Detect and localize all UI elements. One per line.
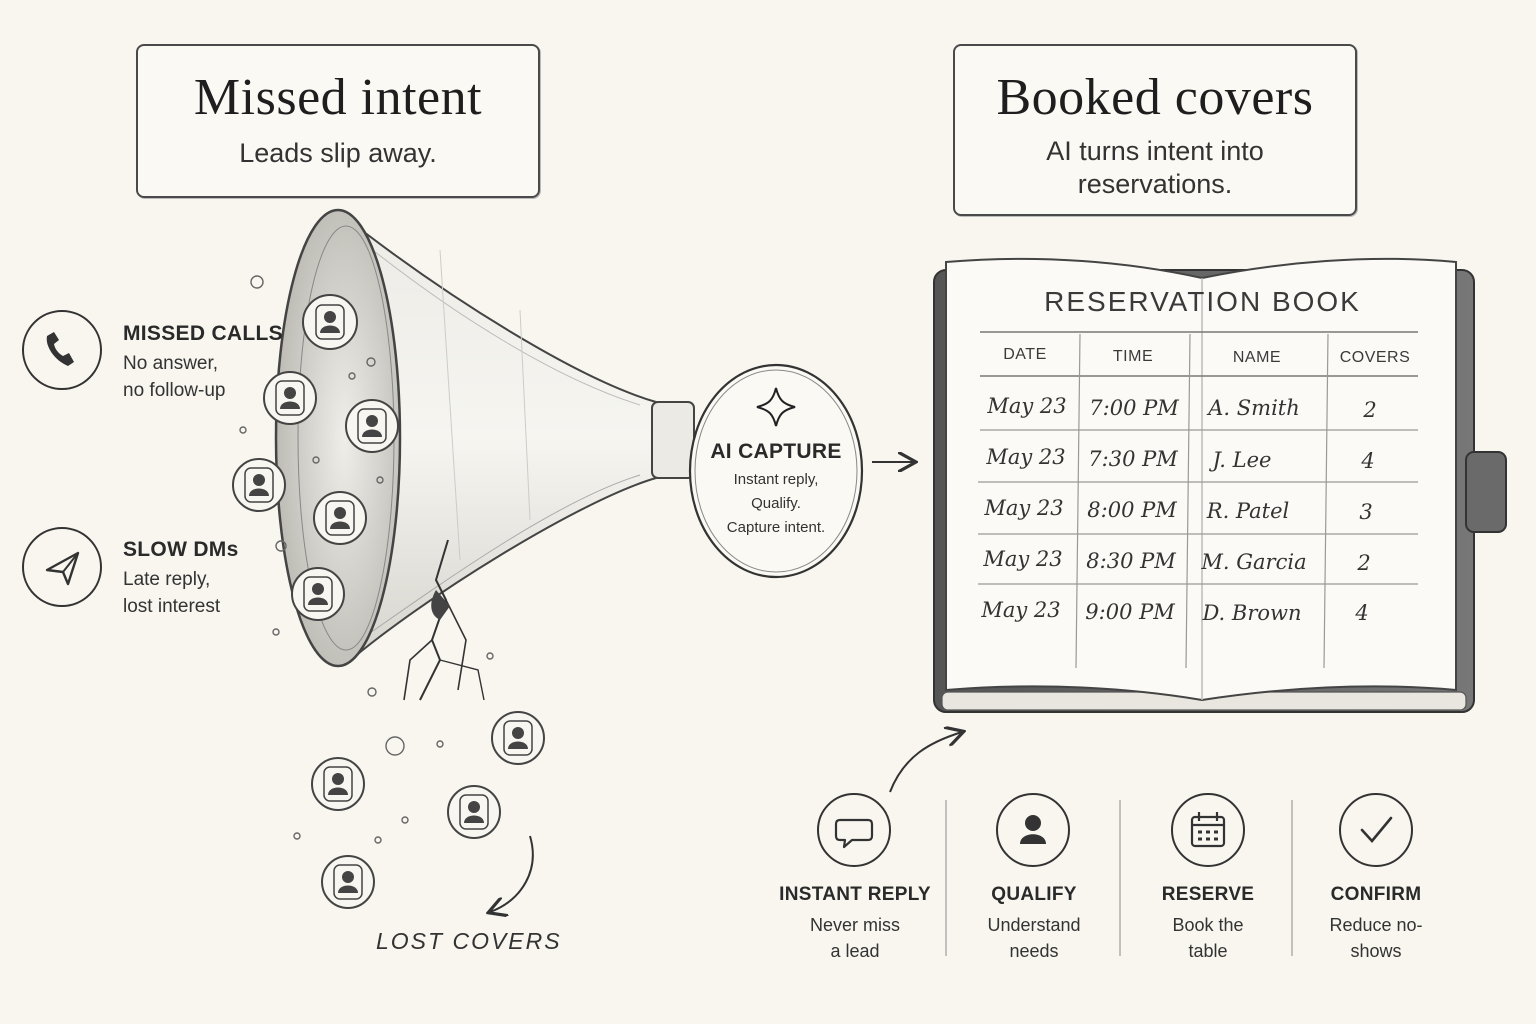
step-subtitle: Book the table bbox=[1172, 915, 1244, 961]
person-icon bbox=[313, 491, 367, 545]
missed-calls-label: MISSED CALLS No answer, no follow-up bbox=[123, 322, 283, 404]
missed-intent-title: Missed intent bbox=[193, 69, 483, 126]
cell-date: May 23 bbox=[987, 394, 1067, 418]
ai-capture-subtitle: Instant reply, Qualify. Capture intent. bbox=[726, 471, 826, 536]
cell-name: R. Patel bbox=[1206, 499, 1290, 523]
cell-date: May 23 bbox=[981, 598, 1061, 622]
step-reserve: RESERVE Book the table bbox=[1124, 884, 1292, 964]
reservation-book-title: RESERVATION BOOK bbox=[1044, 286, 1361, 317]
step-subtitle: Never miss a lead bbox=[809, 915, 900, 961]
cell-covers: 4 bbox=[1355, 601, 1369, 625]
ai-capture-circle bbox=[688, 363, 864, 579]
person-icon bbox=[996, 793, 1070, 867]
cell-time: 9:00 PM bbox=[1085, 600, 1175, 624]
cell-name: D. Brown bbox=[1202, 601, 1302, 625]
person-icon bbox=[311, 757, 365, 811]
booked-covers-subtitle: AI turns intent into reservations. bbox=[1046, 136, 1264, 199]
cell-time: 8:00 PM bbox=[1087, 498, 1177, 522]
bubbles bbox=[239, 275, 494, 844]
person-icon bbox=[447, 785, 501, 839]
step-confirm: CONFIRM Reduce no- shows bbox=[1292, 884, 1460, 964]
header-date: DATE bbox=[1003, 346, 1047, 363]
step-instant-reply: INSTANT REPLY Never miss a lead bbox=[771, 884, 939, 964]
header-time: TIME bbox=[1112, 348, 1154, 365]
cell-date: May 23 bbox=[984, 496, 1064, 520]
reservation-book bbox=[933, 257, 1507, 713]
cell-time: 7:30 PM bbox=[1088, 447, 1178, 471]
ai-capture-label: AI CAPTURE Instant reply, Qualify. Captu… bbox=[698, 440, 854, 540]
cell-date: May 23 bbox=[983, 547, 1063, 571]
header-name: NAME bbox=[1232, 349, 1282, 366]
missed-intent-panel: Missed intent Leads slip away. bbox=[136, 44, 540, 198]
cell-covers: 3 bbox=[1359, 500, 1373, 524]
booked-covers-panel: Booked covers AI turns intent into reser… bbox=[953, 44, 1357, 216]
missed-calls-title: MISSED CALLS bbox=[123, 322, 283, 345]
cell-time: 7:00 PM bbox=[1089, 396, 1179, 420]
booked-covers-title: Booked covers bbox=[996, 69, 1314, 126]
step-title: CONFIRM bbox=[1330, 884, 1422, 905]
funnel bbox=[274, 208, 695, 701]
phone-icon bbox=[22, 310, 102, 390]
book-arrow bbox=[889, 732, 962, 793]
lost-covers-arrow bbox=[490, 835, 534, 912]
slow-dms-title: SLOW DMs bbox=[123, 538, 239, 561]
step-title: QUALIFY bbox=[991, 884, 1077, 905]
person-icon bbox=[321, 855, 375, 909]
cell-date: May 23 bbox=[986, 445, 1066, 469]
person-icon bbox=[291, 567, 345, 621]
cell-covers: 2 bbox=[1357, 551, 1371, 575]
step-subtitle: Understand needs bbox=[987, 915, 1081, 961]
person-icon bbox=[491, 711, 545, 765]
lead-person-icons bbox=[232, 294, 545, 909]
ai-capture-title: AI CAPTURE bbox=[710, 440, 842, 463]
cell-covers: 4 bbox=[1361, 449, 1375, 473]
cell-name: A. Smith bbox=[1208, 396, 1300, 420]
step-subtitle: Reduce no- shows bbox=[1329, 915, 1423, 961]
step-title: RESERVE bbox=[1161, 884, 1255, 905]
cell-covers: 2 bbox=[1363, 398, 1377, 422]
lost-covers-label: LOST COVERS bbox=[376, 928, 562, 954]
send-icon bbox=[22, 527, 102, 607]
calendar-icon bbox=[1171, 793, 1245, 867]
header-covers: COVERS bbox=[1339, 349, 1411, 366]
missed-calls-subtitle: No answer, no follow-up bbox=[123, 353, 226, 401]
person-icon bbox=[302, 294, 358, 350]
slow-dms-label: SLOW DMs Late reply, lost interest bbox=[123, 538, 239, 620]
chat-icon bbox=[817, 793, 891, 867]
person-icon bbox=[263, 371, 317, 425]
cell-name: M. Garcia bbox=[1201, 550, 1307, 574]
cell-name: J. Lee bbox=[1212, 448, 1272, 472]
sparkle-icon bbox=[756, 387, 796, 427]
person-icon bbox=[345, 399, 399, 453]
step-dividers bbox=[945, 800, 1293, 956]
step-title: INSTANT REPLY bbox=[779, 884, 931, 905]
step-qualify: QUALIFY Understand needs bbox=[950, 884, 1118, 964]
slow-dms-subtitle: Late reply, lost interest bbox=[123, 569, 221, 617]
check-icon bbox=[1339, 793, 1413, 867]
missed-intent-subtitle: Leads slip away. bbox=[239, 138, 437, 168]
cell-time: 8:30 PM bbox=[1086, 549, 1176, 573]
person-icon bbox=[232, 458, 286, 512]
